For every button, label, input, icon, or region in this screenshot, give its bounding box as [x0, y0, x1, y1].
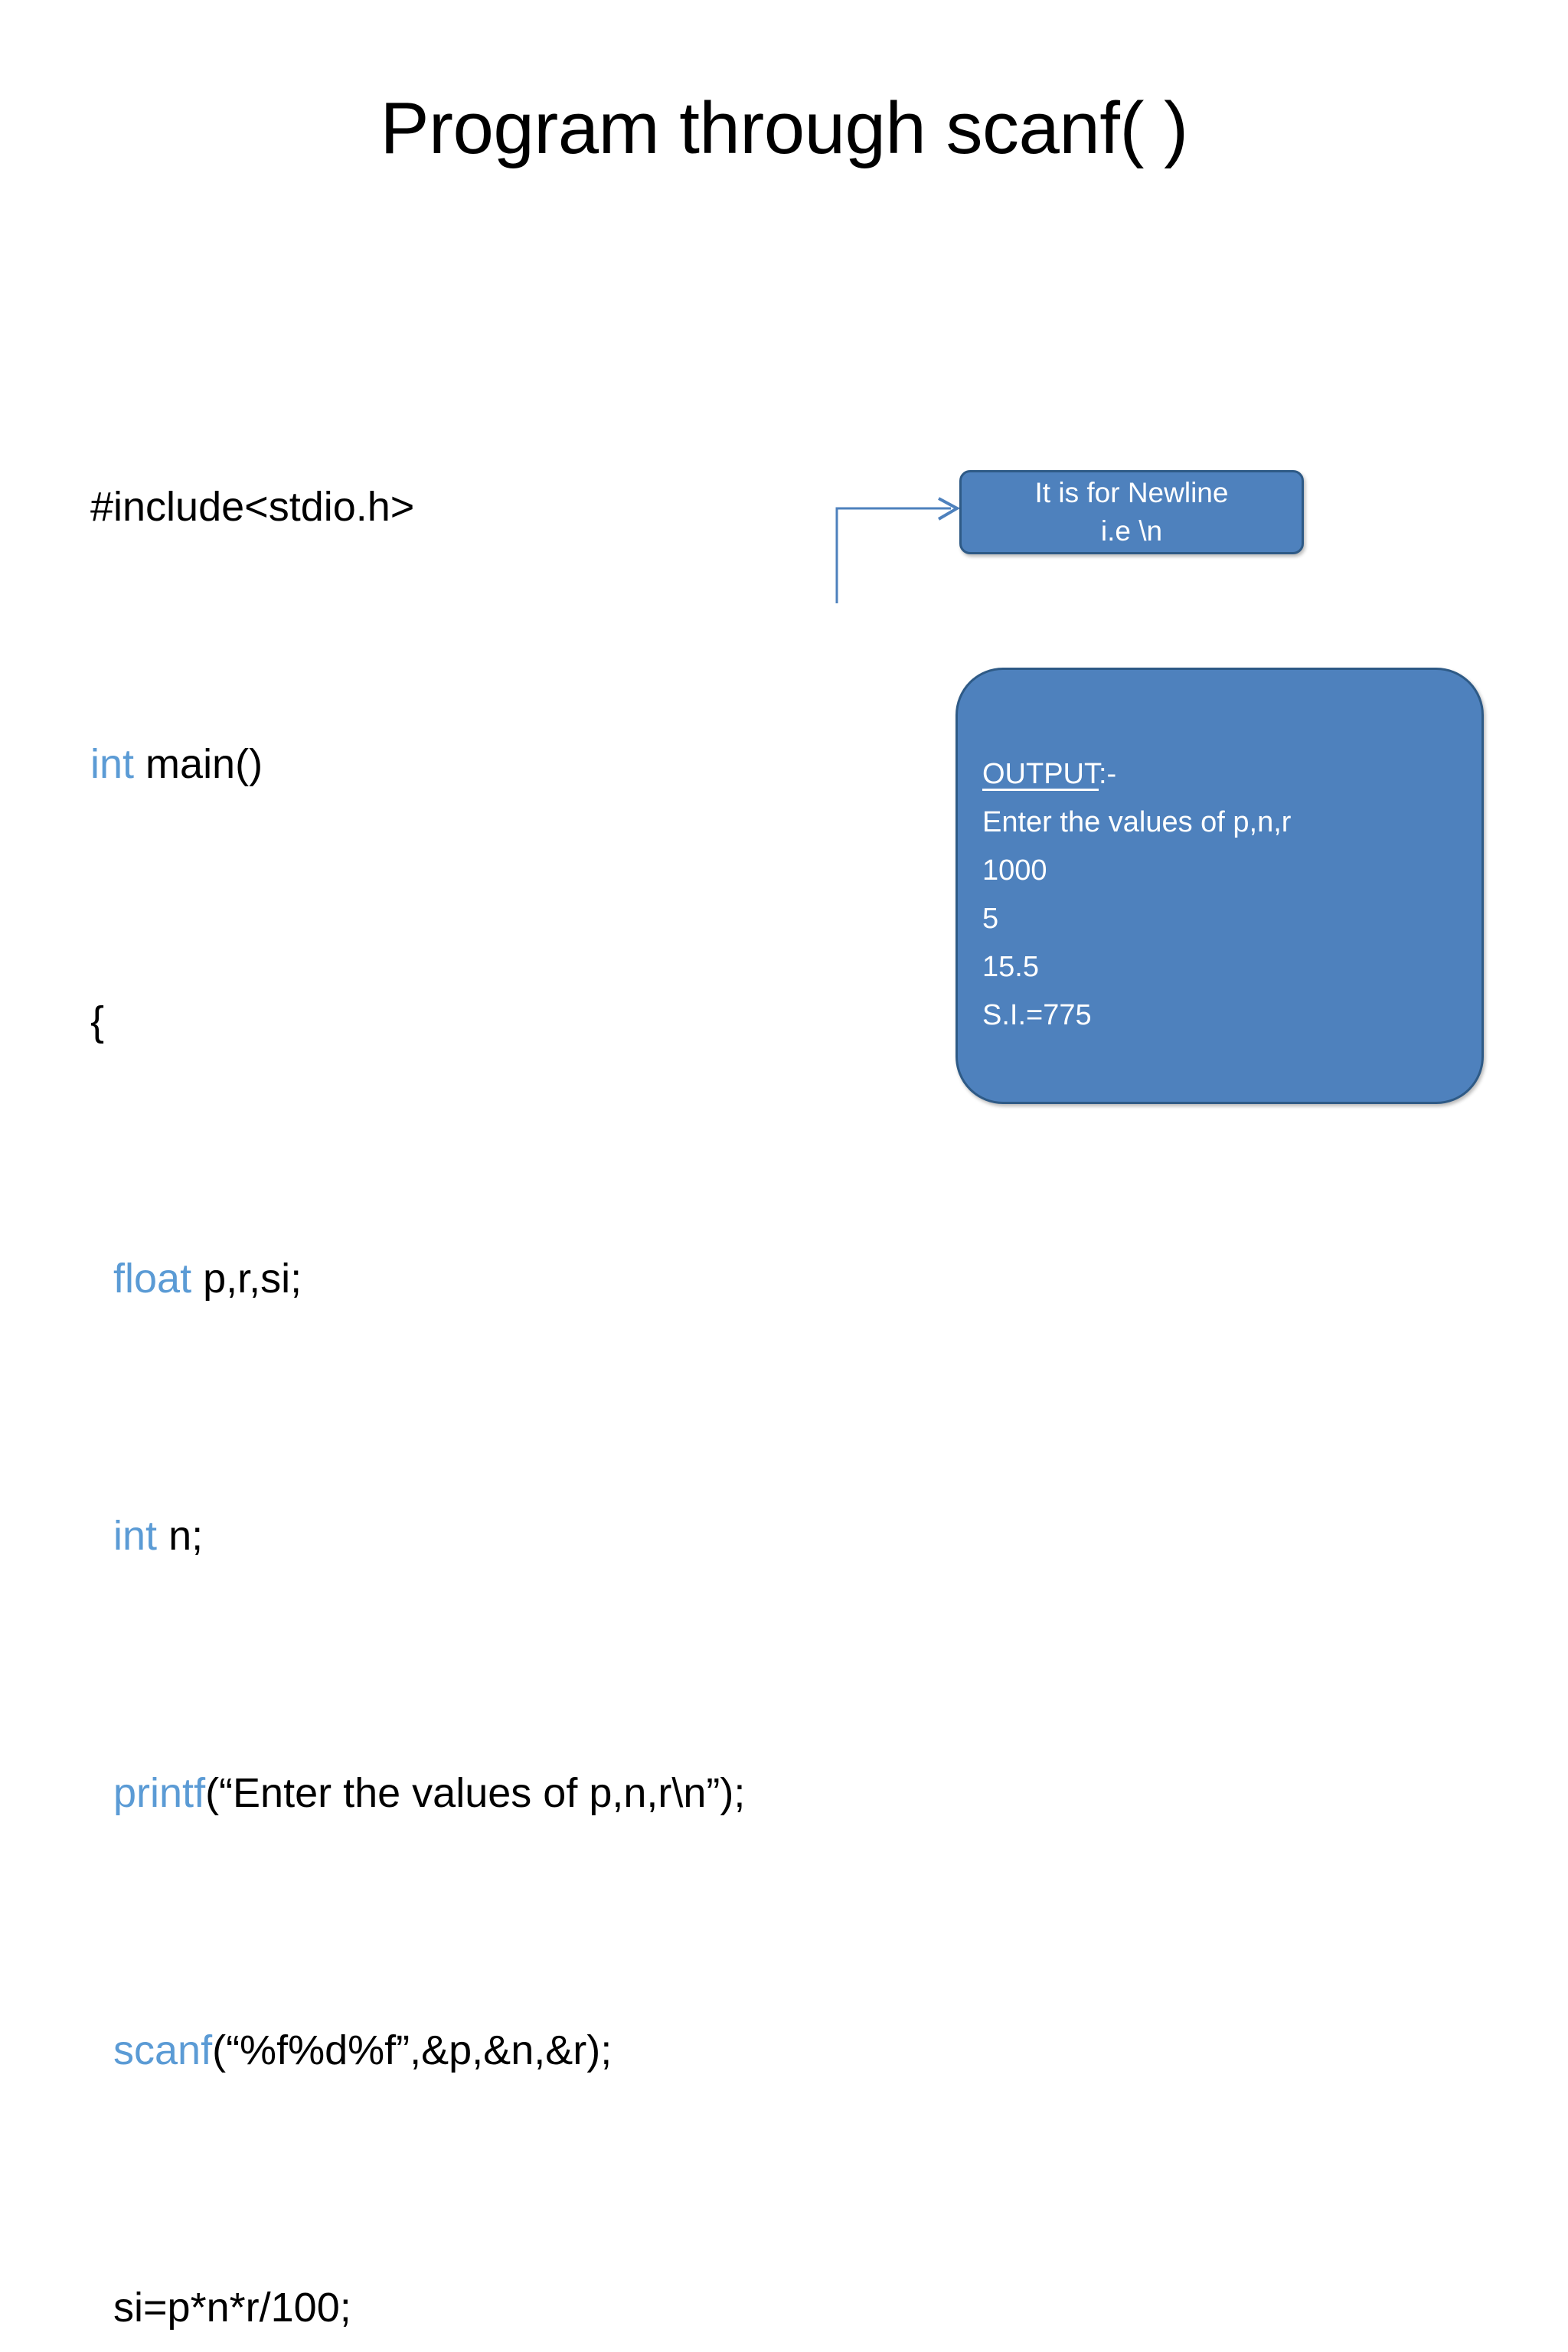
- code-keyword: printf: [113, 1770, 206, 1816]
- code-keyword: int: [90, 741, 135, 787]
- newline-callout-line-1: It is for Newline: [1034, 477, 1229, 508]
- output-line: 15.5: [982, 951, 1039, 983]
- output-heading-label: OUTPUT: [982, 758, 1099, 790]
- code-keyword: scanf: [113, 2027, 213, 2073]
- output-panel: OUTPUT:- Enter the values of p,n,r 1000 …: [956, 668, 1484, 1104]
- newline-callout-line-2: i.e \n: [1100, 515, 1163, 547]
- page-title: Program through scanf( ): [380, 87, 1188, 169]
- code-text: n;: [157, 1513, 204, 1559]
- code-line: float p,r,si;: [90, 1246, 745, 1311]
- code-line: si=p*n*r/100;: [90, 2275, 745, 2340]
- newline-callout-box: It is for Newline i.e \n: [959, 470, 1304, 554]
- code-line: int n;: [90, 1504, 745, 1568]
- code-indent: [90, 1513, 113, 1559]
- code-text: main(): [134, 741, 263, 787]
- code-keyword: int: [113, 1513, 158, 1559]
- code-text: (“Enter the values of p,n,r\n”);: [205, 1770, 746, 1816]
- code-keyword: float: [113, 1256, 192, 1302]
- output-line: Enter the values of p,n,r: [982, 806, 1292, 838]
- code-indent: [90, 2027, 113, 2073]
- code-line: {: [90, 989, 745, 1054]
- code-line: #include<stdio.h>: [90, 475, 745, 539]
- code-indent: [90, 1770, 113, 1816]
- code-text: si=p*n*r/100;: [113, 2285, 351, 2331]
- code-text: #include<stdio.h>: [90, 484, 415, 530]
- newline-connector-arrow-icon: [835, 497, 961, 603]
- output-line: 1000: [982, 854, 1047, 887]
- code-indent: [90, 2285, 113, 2331]
- code-text: p,r,si;: [191, 1256, 302, 1302]
- output-heading: OUTPUT:-: [982, 750, 1481, 799]
- code-text: (“%f%d%f”,&p,&n,&r);: [212, 2027, 612, 2073]
- code-line: int main(): [90, 732, 745, 796]
- output-heading-suffix: :-: [1099, 758, 1117, 790]
- code-indent: [90, 1256, 113, 1302]
- code-text: {: [90, 998, 105, 1044]
- output-line: S.I.=775: [982, 999, 1092, 1031]
- c-source-code-block: #include<stdio.h> int main() { float p,r…: [90, 282, 745, 2352]
- code-line: printf(“Enter the values of p,n,r\n”);: [90, 1761, 745, 1825]
- code-line: scanf(“%f%d%f”,&p,&n,&r);: [90, 2018, 745, 2082]
- output-line: 5: [982, 903, 999, 935]
